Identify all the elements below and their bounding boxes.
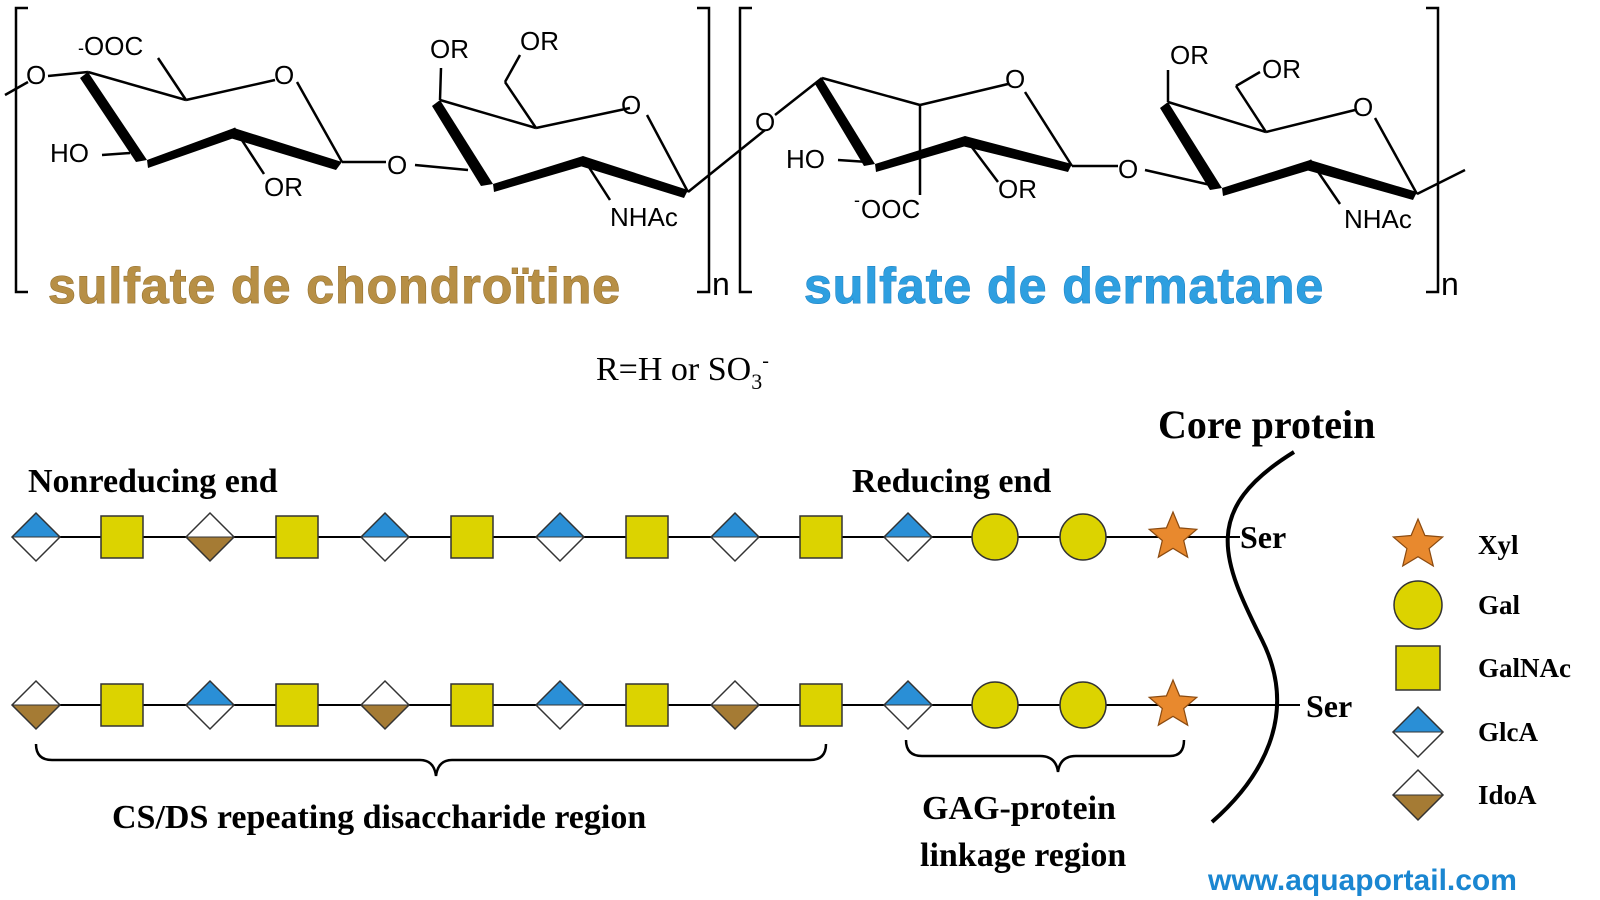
ser-bottom-label: Ser — [1306, 688, 1352, 724]
gal-symbol — [1393, 580, 1443, 630]
dermatan-subscript-n: n — [1441, 266, 1459, 302]
ds-ooc-label: OOC — [861, 194, 920, 224]
ds-ho-label: HO — [786, 144, 825, 174]
ring-o-label-1: O — [274, 60, 294, 90]
legend-label-galnac: GalNAc — [1478, 653, 1571, 683]
glca-symbol — [534, 679, 586, 731]
xyl-symbol — [1391, 517, 1445, 568]
left-bracket-open — [14, 6, 28, 294]
ring-o-label-2: O — [621, 90, 641, 120]
idoa-symbol — [10, 679, 62, 731]
r-definition: R=H or SO3- — [596, 350, 769, 394]
glca-symbol — [882, 679, 934, 731]
nonreducing-end-label: Nonreducing end — [28, 463, 278, 500]
glca-symbol — [534, 511, 586, 563]
ds-or-top-label-1: OR — [1170, 40, 1209, 70]
gal-symbol — [1059, 681, 1107, 729]
idoa-symbol — [709, 679, 761, 731]
reducing-end-label: Reducing end — [852, 463, 1051, 500]
ds-or-bottom-label: OR — [998, 174, 1037, 204]
xyl-symbol — [1147, 510, 1199, 559]
dermatan-title: sulfate de dermatane — [804, 258, 1324, 314]
or-top-label-1: OR — [430, 34, 469, 64]
legend-label-gal: Gal — [1478, 590, 1521, 620]
glca-symbol — [184, 679, 236, 731]
ds-or-top-label-2: OR — [1262, 54, 1301, 84]
gag-region-brace — [904, 739, 1186, 773]
galnac-symbol — [799, 683, 843, 727]
cs-region-label: CS/DS repeating disaccharide region — [112, 799, 646, 836]
galnac-symbol — [275, 515, 319, 559]
or-top-label-2: OR — [520, 26, 559, 56]
legend-label-glca: GlcA — [1478, 717, 1538, 747]
core-protein-label: Core protein — [1158, 402, 1375, 447]
glyco-o-label: O — [387, 150, 407, 180]
watermark: www.aquaportail.com — [1207, 864, 1517, 897]
dermatan-structure — [738, 6, 1466, 294]
right-bracket-open — [738, 6, 752, 294]
glca-symbol — [1391, 705, 1445, 759]
left-bracket-close — [697, 6, 711, 294]
gal-symbol — [971, 513, 1019, 561]
glca-symbol — [359, 511, 411, 563]
ds-nhac-label: NHAc — [1344, 204, 1412, 234]
idoa-symbol — [359, 679, 411, 731]
core-protein-curve — [1210, 450, 1296, 824]
ooc-charge: - — [78, 38, 84, 58]
galnac-symbol — [450, 515, 494, 559]
galnac-symbol — [275, 683, 319, 727]
galnac-symbol — [625, 515, 669, 559]
chain-top — [10, 510, 1199, 563]
ser-top-label: Ser — [1240, 519, 1286, 555]
ho-label: HO — [50, 138, 89, 168]
gag-region-label-1: GAG-protein — [922, 790, 1116, 827]
galnac-symbol — [625, 683, 669, 727]
gal-symbol — [971, 681, 1019, 729]
galnac-symbol — [100, 515, 144, 559]
r-definition-sup: - — [762, 350, 769, 372]
galnac-symbol — [799, 515, 843, 559]
glca-symbol — [10, 511, 62, 563]
or-bottom-label: OR — [264, 172, 303, 202]
o-left-label: O — [26, 60, 46, 90]
chondroitin-structure — [4, 6, 766, 294]
ds-ring-o-label-1: O — [1005, 64, 1025, 94]
r-definition-sub: 3 — [751, 369, 762, 394]
ds-ooc-charge: - — [854, 190, 860, 210]
galnac-symbol — [100, 683, 144, 727]
chondroitin-title: sulfate de chondroïtine — [48, 258, 621, 314]
glca-symbol — [709, 511, 761, 563]
idoa-symbol — [184, 511, 236, 563]
gag-region-label-2: linkage region — [920, 837, 1126, 874]
r-definition-main: R=H or SO — [596, 351, 751, 388]
ds-ring-o-label-2: O — [1353, 92, 1373, 122]
glca-symbol — [882, 511, 934, 563]
legend-label-xyl: Xyl — [1478, 530, 1519, 560]
ds-glyco-o-label: O — [1118, 154, 1138, 184]
link-o-label: O — [755, 107, 775, 137]
ooc-label: OOC — [84, 31, 143, 61]
idoa-symbol — [1391, 768, 1445, 822]
right-bracket-close — [1426, 6, 1440, 294]
chondroitin-subscript-n: n — [712, 266, 730, 302]
cs-region-brace — [34, 743, 828, 777]
xyl-symbol — [1147, 678, 1199, 727]
chain-bottom — [10, 678, 1199, 731]
galnac-symbol — [1395, 645, 1441, 691]
gal-symbol — [1059, 513, 1107, 561]
legend-label-idoa: IdoA — [1478, 780, 1537, 810]
nhac-label: NHAc — [610, 202, 678, 232]
galnac-symbol — [450, 683, 494, 727]
